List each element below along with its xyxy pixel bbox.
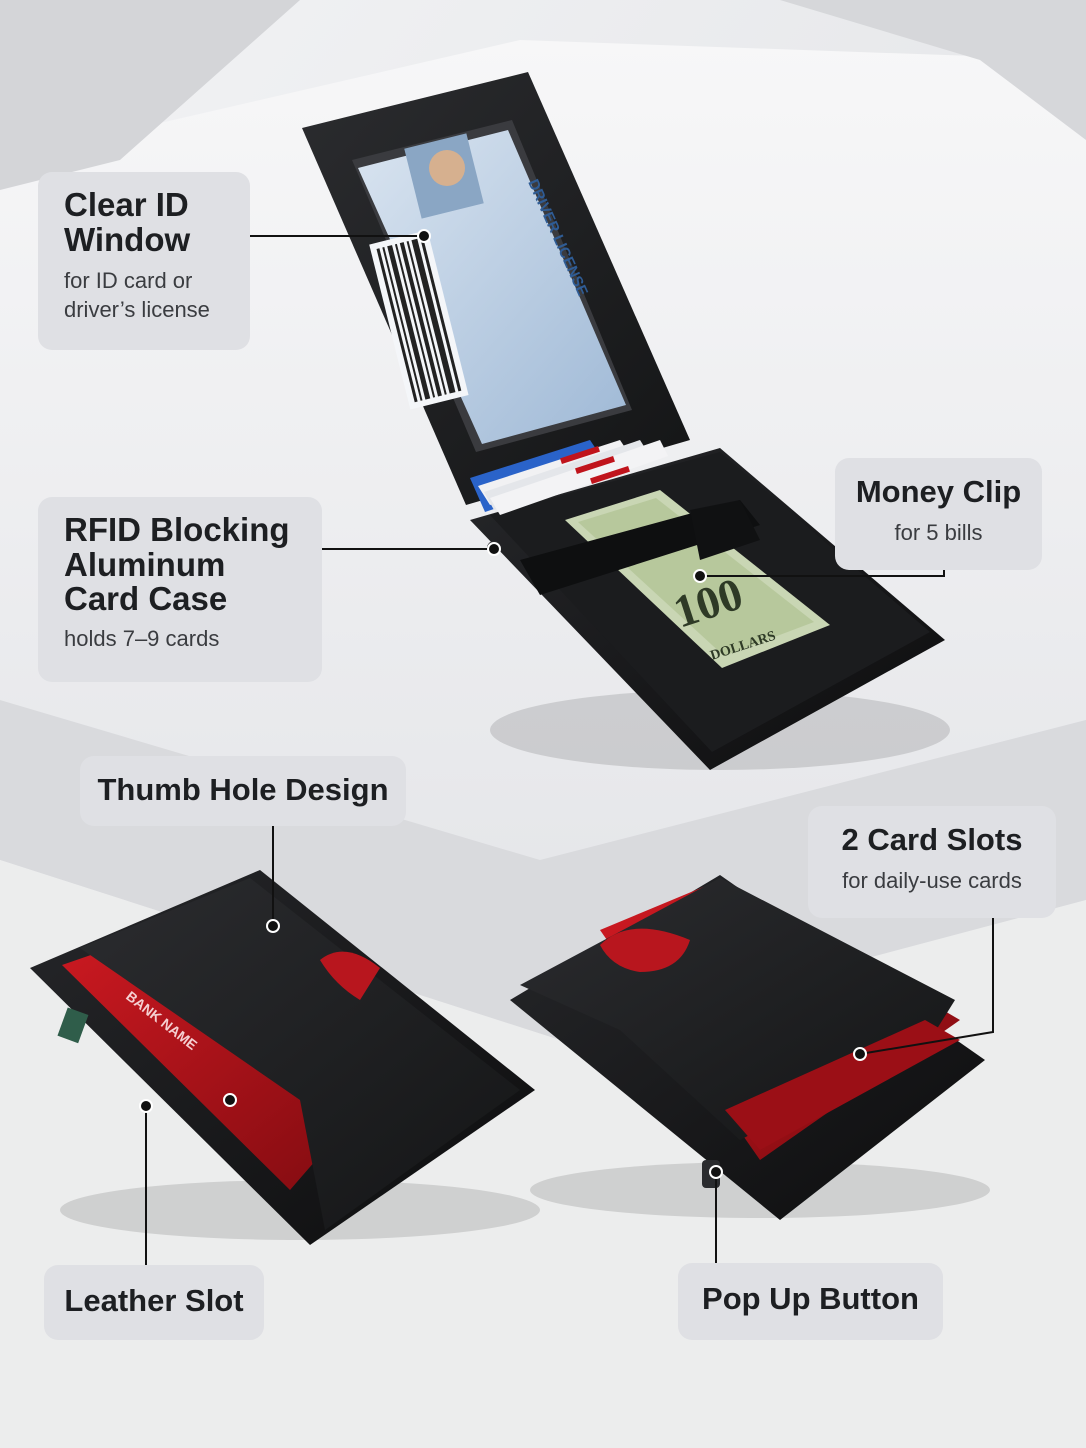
right-wall <box>780 0 1086 140</box>
callout-leather-slot: Leather Slot <box>44 1265 264 1340</box>
card-stripe-2 <box>575 455 615 475</box>
bl-green-tab <box>57 1007 89 1044</box>
pop-up-title: Pop Up Button <box>702 1281 919 1316</box>
rfid-title-3: Card Case <box>64 580 228 618</box>
fanned-card-3 <box>490 440 668 515</box>
br-lower-card <box>725 1020 960 1150</box>
money-clip-title: Money Clip <box>855 474 1022 509</box>
bottom-right-wallet <box>510 875 990 1220</box>
rfid-title-2: Aluminum <box>64 545 226 583</box>
thumb-hole-title: Thumb Hole Design <box>97 772 389 807</box>
money-clip-sub: for 5 bills <box>894 519 983 545</box>
callout-card-slots: 2 Card Slots for daily-use cards <box>808 806 1056 918</box>
card-slots-title: 2 Card Slots <box>841 822 1023 857</box>
bl-thumb-hole <box>320 951 380 1000</box>
bottom-left-wallet: BANK NAME <box>30 870 540 1245</box>
callout-money-clip: Money Clip for 5 bills <box>835 458 1042 570</box>
leather-slot-title: Leather Slot <box>64 1283 244 1318</box>
clear-id-title-1: Clear ID <box>64 186 189 223</box>
bl-leather-pocket <box>80 878 520 1230</box>
left-wall <box>0 0 300 190</box>
id-photo-face <box>429 150 465 186</box>
id-barcode <box>369 230 469 410</box>
card-slots-sub: for daily-use cards <box>842 867 1022 893</box>
rfid-title-1: RFID Blocking <box>64 511 290 548</box>
clear-id-sub-1: for ID card or <box>64 268 193 294</box>
rfid-sub: holds 7–9 cards <box>64 625 220 651</box>
callout-thumb-hole: Thumb Hole Design <box>80 756 406 826</box>
money-clip <box>690 500 760 560</box>
leader-dots <box>139 229 867 1179</box>
top-wallet: DRIVER LICENSE 100 DOLLARS <box>302 72 950 770</box>
br-thumb-hole <box>600 928 690 972</box>
clear-id-sub-2: driver’s license <box>64 296 210 322</box>
callout-rfid: RFID Blocking Aluminum Card Case holds 7… <box>38 497 322 682</box>
card-stripe-1 <box>560 445 600 465</box>
callout-clear-id: Clear ID Window for ID card or driver’s … <box>38 172 250 350</box>
card-stripe-3 <box>590 465 630 485</box>
clear-id-title-2: Window <box>64 220 191 258</box>
callout-pop-up: Pop Up Button <box>678 1263 943 1340</box>
